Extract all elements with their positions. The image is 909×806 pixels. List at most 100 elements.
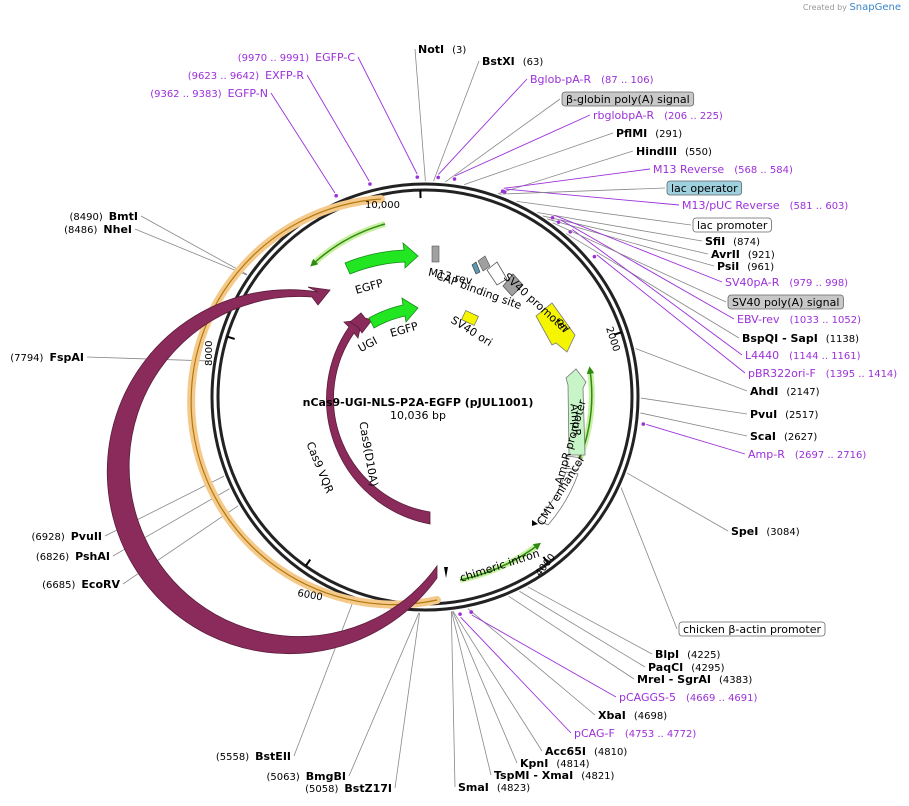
primer-site	[592, 254, 597, 259]
primer-leader	[306, 74, 370, 182]
primer-leader	[503, 168, 651, 189]
enzyme-label: (5063) BmgBI	[267, 770, 346, 783]
tick-mark	[304, 558, 312, 567]
enzyme-leader	[527, 586, 653, 655]
enzyme-label: PflMI (291)	[616, 127, 682, 140]
primer-name: M13 Reverse	[653, 163, 724, 176]
enzyme-name: AvrII	[711, 248, 740, 261]
cmv-end-marker	[532, 520, 538, 526]
enzyme-label: NotI(3)	[418, 43, 466, 56]
enzyme-name: XbaI	[598, 709, 626, 722]
primer-leader	[357, 56, 418, 175]
enzyme-leader	[542, 215, 709, 255]
enzyme-leader	[565, 233, 740, 339]
enzyme-name: ScaI	[750, 430, 776, 443]
enzyme-position: (291)	[655, 129, 682, 140]
ori-arrow	[535, 302, 576, 353]
enzyme-label: (6928) PvuII	[31, 530, 102, 543]
primer-site	[415, 175, 420, 179]
tick-mark	[613, 331, 622, 336]
feature-leader	[516, 201, 692, 226]
enzyme-name: Acc65I	[545, 745, 586, 758]
enzyme-label: (7794)FspAI	[10, 351, 84, 364]
enzyme-leader	[508, 595, 635, 680]
enzyme-name: PflMI	[616, 127, 647, 140]
enzyme-leader	[451, 611, 492, 776]
enzyme-name: BspQI - SapI	[742, 332, 818, 345]
enzyme-leader	[452, 610, 543, 752]
primer-label: M13/pUC Reverse(581 .. 603)	[682, 199, 848, 212]
enzyme-leader	[414, 48, 426, 182]
enzyme-position: (5058)	[305, 784, 338, 795]
enzyme-name: PvuII	[71, 530, 102, 543]
feature-label-cas9-vqr: Cas9 VQR	[304, 440, 337, 496]
enzyme-position: (4823)	[497, 783, 530, 794]
primer-label: pBR322ori-F(1395 .. 1414)	[748, 367, 897, 380]
primer-site	[550, 215, 555, 220]
enzyme-position: (1138)	[826, 334, 859, 345]
primer-leader	[505, 188, 680, 206]
boxed-feature-box	[678, 621, 826, 637]
tick-mark	[226, 335, 235, 340]
chimeric-intron-marker	[444, 567, 448, 578]
primer-range: (206 .. 225)	[664, 111, 723, 122]
boxed-feature-box	[666, 180, 743, 196]
primer-label: L4440(1144 .. 1161)	[745, 349, 861, 362]
primer-name: EGFP-C	[315, 51, 355, 64]
enzyme-label: PaqCI(4295)	[648, 661, 725, 674]
enzyme-name: BlpI	[655, 648, 679, 661]
enzyme-leader	[537, 212, 703, 242]
enzyme-name: FspAI	[49, 351, 84, 364]
enzyme-position: (8486)	[64, 225, 97, 236]
primer-name: EBV-rev	[737, 313, 780, 326]
primer-range: (2697 .. 2716)	[795, 450, 867, 461]
primer-name: pBR322ori-F	[748, 367, 816, 380]
primer-name: EXFP-R	[265, 69, 304, 82]
tick-label: 6000	[296, 588, 323, 603]
primer-site	[502, 190, 507, 194]
primer-label: Amp-R(2697 .. 2716)	[748, 448, 866, 461]
primer-label: (9362 .. 9383)EGFP-N	[150, 87, 268, 100]
ampr-arrow	[565, 368, 587, 456]
enzyme-name: SmaI	[458, 781, 489, 794]
enzyme-leader	[452, 611, 518, 764]
primer-label: Bglob-pA-R(87 .. 106)	[530, 73, 654, 86]
enzyme-position: (4814)	[556, 759, 589, 770]
enzyme-name: HindIII	[636, 145, 677, 158]
primer-range: (4753 .. 4772)	[625, 729, 697, 740]
enzyme-position: (6685)	[42, 580, 75, 591]
enzyme-position: (5063)	[267, 772, 300, 783]
primer-leader	[438, 78, 528, 175]
enzyme-label: PvuI(2517)	[750, 408, 819, 421]
enzyme-position: (4383)	[719, 675, 752, 686]
enzyme-name: SpeI	[731, 525, 758, 538]
enzyme-leader	[293, 600, 354, 757]
feature-leader	[499, 187, 666, 195]
enzyme-position: (550)	[685, 147, 712, 158]
primer-leader	[270, 92, 336, 194]
tick-label: 10,000	[365, 200, 400, 211]
feature-label-chimeric-intron: chimeric intron	[458, 547, 541, 585]
egfp-outer-arrow	[344, 241, 419, 275]
intron-direction-arrow-line	[459, 542, 542, 581]
enzyme-position: (2147)	[786, 387, 819, 398]
enzyme-label: (8486)NheI	[64, 223, 132, 236]
primer-range: (9970 .. 9991)	[238, 53, 310, 64]
sv40-promoter-arrow	[486, 261, 508, 286]
tick-label: 8000	[204, 341, 215, 366]
enzyme-leader	[464, 132, 614, 185]
boxed-feature-box	[727, 294, 844, 310]
feature-leader	[445, 98, 561, 183]
enzyme-leader	[519, 590, 646, 668]
m13-rev-box	[431, 245, 440, 263]
enzyme-leader	[640, 397, 748, 415]
enzyme-name: BstXI	[482, 55, 515, 68]
enzyme-name: BmgBI	[306, 770, 346, 783]
enzyme-leader	[348, 612, 420, 777]
enzyme-leader	[547, 218, 715, 267]
enzyme-label: KpnI(4814)	[520, 757, 590, 770]
enzyme-position: (4225)	[687, 650, 720, 661]
enzyme-position: (6928)	[31, 532, 64, 543]
enzyme-leader	[134, 228, 247, 276]
primer-site	[368, 182, 372, 186]
